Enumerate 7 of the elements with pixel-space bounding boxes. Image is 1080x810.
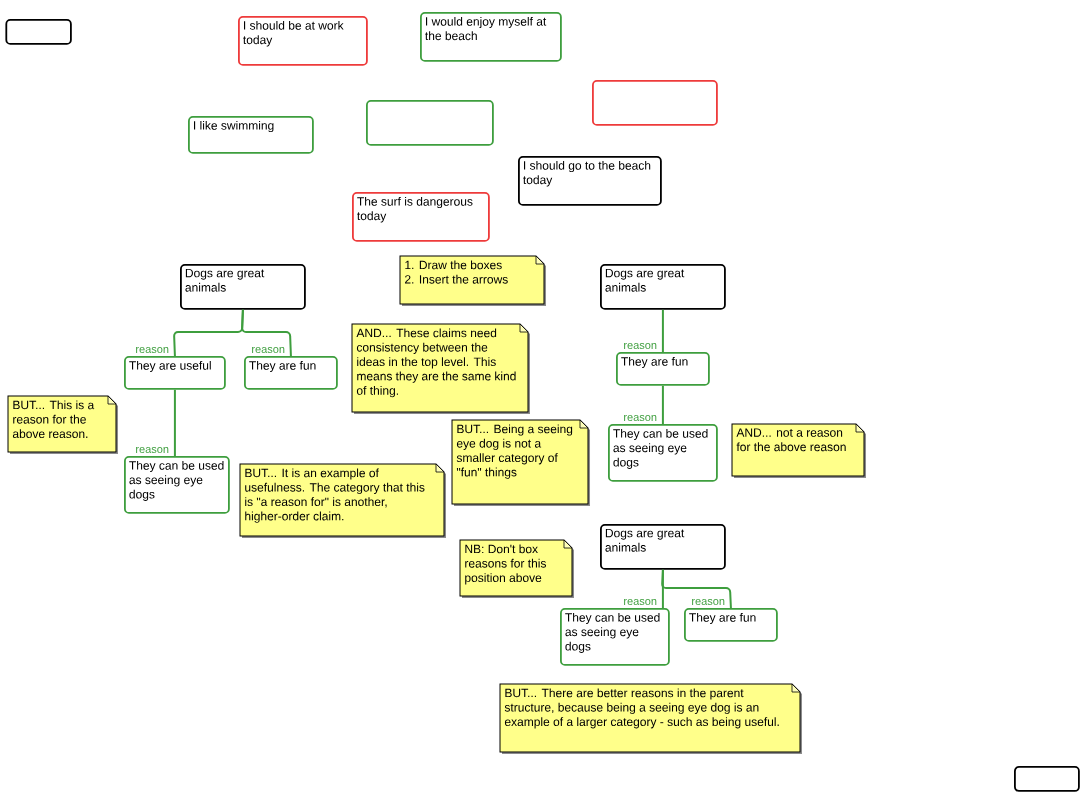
connector-line [661, 308, 664, 353]
blank-box [366, 100, 494, 146]
blank-box [1014, 766, 1080, 792]
blank-box [592, 80, 718, 126]
blank-box [5, 19, 72, 45]
connector-line [173, 388, 176, 457]
connector-line [661, 384, 664, 425]
